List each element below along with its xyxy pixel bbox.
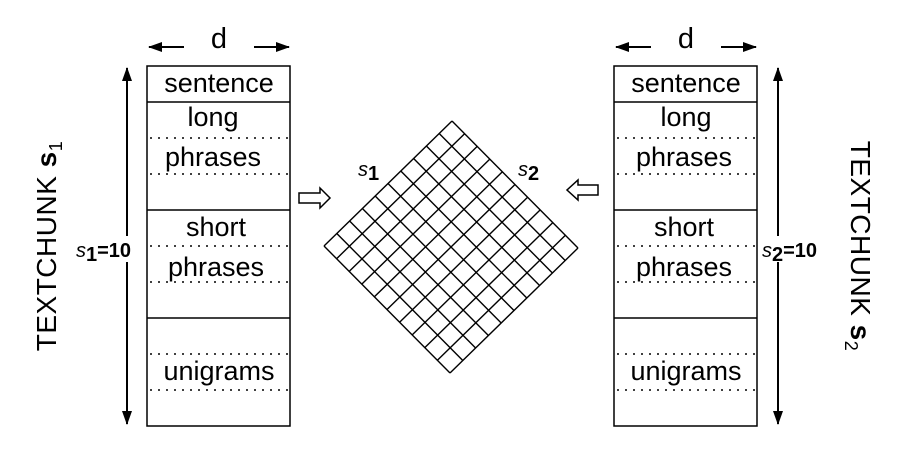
similarity-matrix: s1 s2 bbox=[323, 120, 579, 374]
right-chunk-title: TEXTCHUNK s2 bbox=[841, 141, 876, 352]
left-label-sentence: sentence bbox=[164, 68, 274, 98]
matrix-grid-line bbox=[361, 158, 491, 285]
matrix-grid-line bbox=[336, 133, 466, 260]
matrix-right-label: s2 bbox=[518, 159, 539, 185]
left-width-label: d bbox=[211, 23, 227, 55]
right-label-sentence: sentence bbox=[631, 68, 741, 98]
matrix-grid-line bbox=[449, 247, 579, 374]
left-label-long: long bbox=[187, 102, 238, 132]
right-input-arrow bbox=[565, 178, 599, 202]
right-textchunk: sentence long phrases short phrases unig… bbox=[613, 23, 876, 427]
matrix-grid-line bbox=[424, 222, 554, 349]
matrix-grid-line bbox=[323, 120, 453, 247]
matrix-grid-line bbox=[373, 171, 503, 298]
right-label-phrases: phrases bbox=[636, 142, 732, 172]
right-label-phrases-2: phrases bbox=[636, 252, 732, 282]
right-chunk-box bbox=[613, 65, 758, 427]
matrix-grid-line bbox=[436, 234, 566, 361]
left-height-label: s1=10 bbox=[76, 240, 131, 266]
left-label-short: short bbox=[186, 212, 247, 242]
right-label-long: long bbox=[660, 102, 711, 132]
matrix-left-label: s1 bbox=[358, 159, 379, 185]
left-label-unigrams: unigrams bbox=[163, 356, 274, 386]
right-label-short: short bbox=[654, 212, 715, 242]
matrix-grid bbox=[323, 120, 579, 374]
left-input-arrow bbox=[298, 186, 332, 210]
left-chunk-box bbox=[146, 65, 291, 427]
right-height-label: s2=10 bbox=[762, 240, 817, 266]
matrix-grid-line bbox=[386, 183, 516, 311]
matrix-grid-line bbox=[411, 209, 541, 336]
left-label-phrases: phrases bbox=[165, 142, 261, 172]
matrix-grid-line bbox=[348, 145, 478, 272]
right-label-unigrams: unigrams bbox=[630, 356, 741, 386]
left-textchunk: sentence long phrases short phrases unig… bbox=[31, 23, 291, 427]
matrix-grid-line bbox=[399, 196, 529, 323]
right-width-label: d bbox=[678, 23, 694, 55]
left-chunk-title: TEXTCHUNK s1 bbox=[31, 141, 66, 352]
left-label-phrases-2: phrases bbox=[168, 252, 264, 282]
